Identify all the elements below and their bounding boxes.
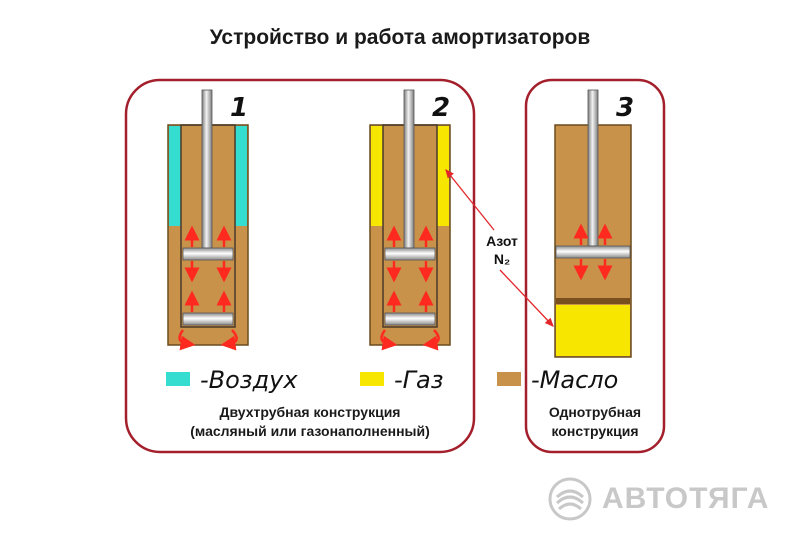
absorber-2-gas: 2: [369, 89, 451, 351]
absorber-1-air: 1: [167, 89, 249, 351]
base-valve: [182, 312, 234, 326]
twin-tube-frame: [124, 78, 476, 454]
legend-swatch-gas: [360, 372, 384, 386]
piston-rod: [201, 89, 213, 249]
nitrogen-chamber: [556, 305, 630, 356]
gas-chamber-right: [437, 126, 449, 226]
piston: [555, 245, 631, 259]
page-title: Устройство и работа амортизаторов: [209, 26, 591, 49]
label-number-2: 2: [432, 93, 450, 123]
watermark-logo-icon: [548, 477, 592, 521]
mono-tube-frame: [524, 78, 666, 454]
piston-rod: [587, 89, 599, 247]
legend-swatch-air: [166, 372, 190, 386]
flow-arrows: [573, 223, 613, 281]
watermark-text: АВТОТЯГА: [602, 482, 770, 515]
legend-swatch-oil: [497, 372, 521, 386]
nitrogen-formula: N₂: [494, 251, 510, 267]
mono-tube-caption-line2: конструкция: [551, 423, 639, 439]
upper-piston: [182, 247, 234, 261]
legend-label-oil: -Масло: [531, 366, 618, 394]
twin-tube-caption-line1: Двухтрубная конструкция: [219, 404, 401, 420]
twin-tube-caption-line2: (масляный или газонаполненный): [190, 423, 430, 439]
label-number-3: 3: [616, 93, 634, 123]
flow-arrows: [380, 225, 440, 351]
pointer-to-gas-2: [445, 168, 495, 231]
mono-tube-caption: Однотрубная конструкция: [530, 403, 660, 441]
legend-label-gas: -Газ: [394, 366, 444, 394]
upper-piston: [384, 247, 436, 261]
label-number-1: 1: [230, 93, 248, 123]
flow-arrows: [178, 225, 238, 351]
gas-chamber-left: [371, 126, 383, 226]
piston-rod: [403, 89, 415, 249]
base-valve: [384, 312, 436, 326]
nitrogen-label: Азот: [486, 233, 518, 249]
legend-label-air: -Воздух: [200, 366, 298, 394]
twin-tube-caption: Двухтрубная конструкция (масляный или га…: [170, 403, 450, 441]
watermark: АВТОТЯГА: [548, 476, 769, 522]
pointer-to-gas-3: [499, 269, 554, 327]
legend: -Воздух -Газ -Масло: [166, 366, 618, 394]
air-chamber-right: [235, 126, 247, 226]
mono-tube-caption-line1: Однотрубная: [548, 404, 642, 420]
floating-piston: [556, 298, 630, 304]
nitrogen-callout: Азот N₂: [445, 168, 554, 327]
absorber-3-mono: 3: [554, 89, 634, 358]
air-chamber-left: [169, 126, 181, 226]
